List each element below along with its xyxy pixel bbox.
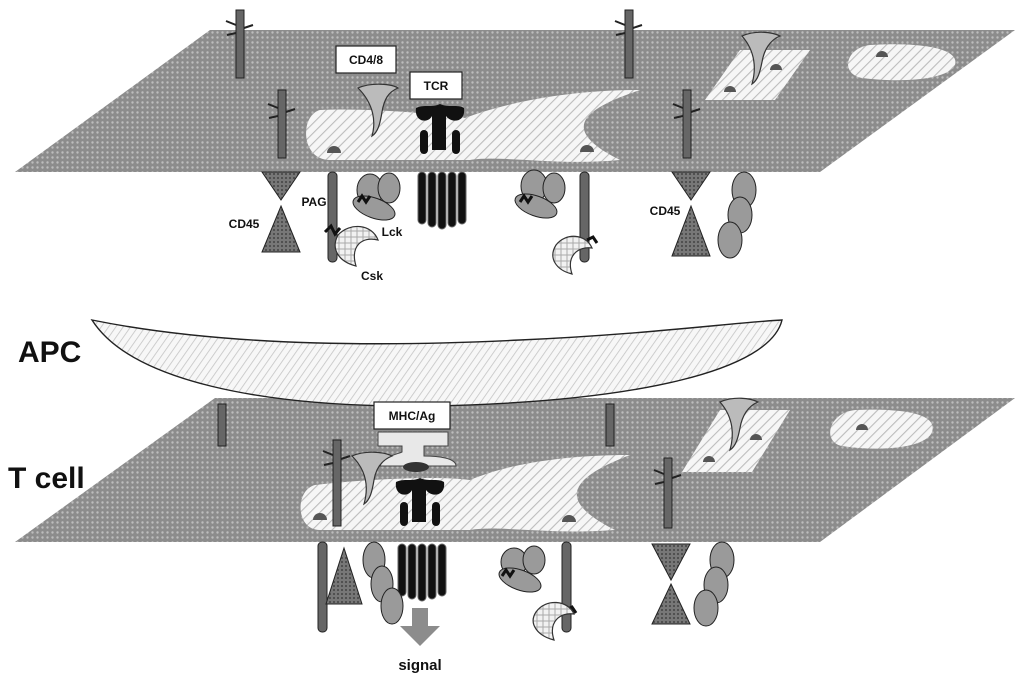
raft-marker <box>703 456 715 462</box>
bottom-panel: MHC/Ag APC T cell signal <box>8 318 1015 674</box>
spiky-protein <box>672 89 701 159</box>
csk-kinase <box>532 601 575 641</box>
raft-marker <box>313 513 327 520</box>
antigen-peptide <box>403 462 429 472</box>
mhc-ag-label: MHC/Ag <box>389 409 436 423</box>
pag-label: PAG <box>301 195 326 209</box>
cd45-phosphatase <box>325 546 363 605</box>
raft-marker <box>856 424 868 430</box>
pag-adaptor <box>323 171 342 263</box>
cd45-phosphatase <box>261 171 301 253</box>
lck-kinase <box>514 169 566 219</box>
csk-label: Csk <box>361 269 383 283</box>
lck-label: Lck <box>382 225 403 239</box>
cd4-8-coreceptor <box>719 397 760 452</box>
cd45-right-label: CD45 <box>650 204 681 218</box>
cd45-phosphatase <box>671 171 711 257</box>
cd4-8-coreceptor <box>350 451 394 506</box>
raft-marker <box>770 64 782 70</box>
apc-label: APC <box>18 336 81 369</box>
signal-label: signal <box>398 657 441 674</box>
spiky-protein <box>225 9 254 79</box>
spiky-protein <box>322 439 351 527</box>
apc-stalk <box>217 403 227 447</box>
top-raft-oval <box>848 44 956 81</box>
t-cell-label: T cell <box>8 462 85 495</box>
tcr-complex <box>395 478 447 602</box>
raft-marker <box>724 86 736 92</box>
cd45-left-label: CD45 <box>229 217 260 231</box>
bottom-raft-center <box>300 455 630 532</box>
lck-kinase <box>352 172 401 221</box>
raft-marker <box>750 434 762 440</box>
tcr-label: TCR <box>424 79 449 93</box>
lck-kinase <box>362 541 404 625</box>
mhc-ag-label-box <box>373 401 451 430</box>
mhc-ag-complex <box>377 431 457 467</box>
tcr-complex <box>415 104 467 230</box>
apc-stalk <box>605 403 615 447</box>
top-raft-center <box>306 90 640 162</box>
raft-marker <box>327 146 341 153</box>
cd45-phosphatase <box>651 543 691 625</box>
cd4-8-label-box <box>335 45 397 74</box>
raft-marker <box>562 515 576 522</box>
raft-marker <box>580 145 594 152</box>
csk-kinase <box>334 226 379 267</box>
cd4-8-coreceptor <box>356 83 400 138</box>
top-panel: CD4/8 TCR PAG Lck Csk CD45 CD45 <box>15 9 1015 283</box>
apc-cell <box>90 318 783 407</box>
csk-kinase <box>552 235 593 275</box>
lck-kinase <box>498 545 546 593</box>
pag-adaptor <box>561 541 578 633</box>
cd45-extracellular <box>693 541 735 627</box>
raft-marker <box>876 51 888 57</box>
spiky-protein <box>653 457 682 529</box>
spiky-protein <box>614 9 643 79</box>
cd4-8-coreceptor <box>741 31 782 86</box>
bottom-raft-oval <box>830 409 933 449</box>
cd4-8-label: CD4/8 <box>349 53 383 67</box>
cd45-extracellular <box>717 171 757 259</box>
spiky-protein <box>267 89 296 159</box>
signal-arrow <box>400 608 440 646</box>
pag-adaptor <box>317 541 328 633</box>
tcr-label-box <box>409 71 463 100</box>
